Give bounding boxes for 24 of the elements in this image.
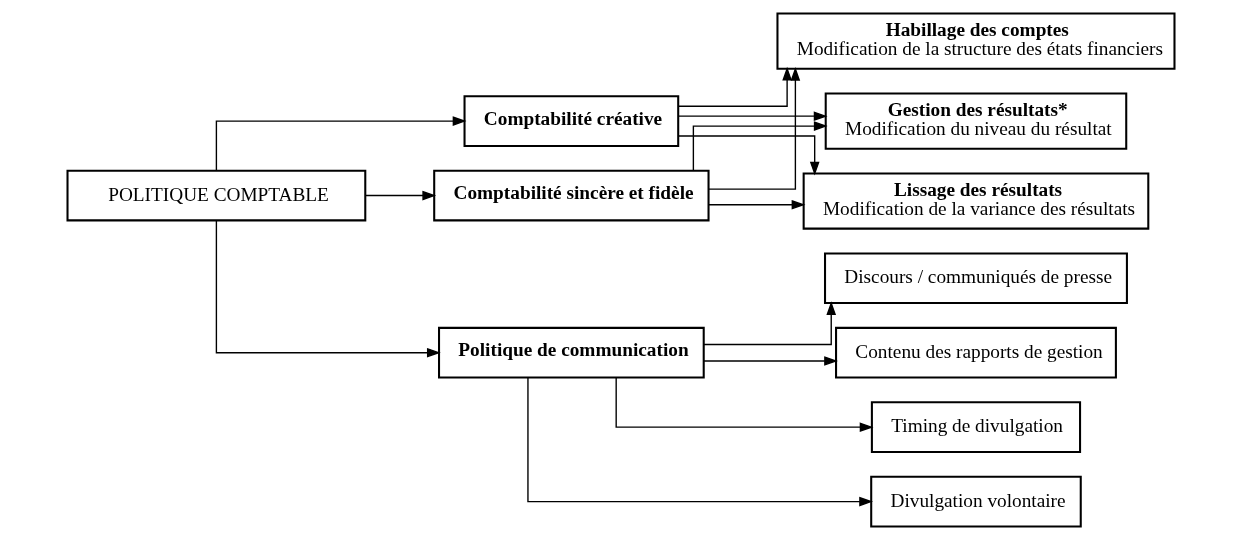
node-box: Comptabilité sincère et fidèle — [433, 169, 710, 222]
node-box: Comptabilité créative — [463, 95, 680, 147]
node-box: Habillage des comptes Modification de la structure des états financiers — [776, 12, 1176, 70]
arrow — [703, 356, 838, 366]
arrow — [708, 66, 801, 190]
arrow — [692, 121, 828, 172]
node-box: Discours / communiqués de presse — [824, 252, 1128, 305]
arrow — [678, 111, 828, 121]
arrow — [615, 377, 874, 432]
arrow — [364, 190, 437, 201]
node-box: Lissage des résultats Modification de la variance des résultats — [802, 172, 1150, 230]
arrow — [215, 219, 441, 358]
arrow — [708, 199, 806, 210]
node-box: Timing de divulgation — [870, 401, 1082, 453]
node-box: Politique de communication — [438, 326, 705, 379]
node-box: Contenu des rapports de gestion — [835, 326, 1117, 379]
arrow — [677, 66, 792, 107]
arrow — [527, 377, 873, 507]
node-box: Divulgation volontaire — [870, 475, 1082, 528]
arrow — [703, 301, 837, 346]
node-box: Gestion des résultats* Modification du niveau du résultat — [824, 92, 1128, 150]
node-box: POLITIQUE COMPTABLE — [66, 169, 367, 222]
arrow — [677, 135, 820, 176]
arrow — [215, 116, 467, 172]
